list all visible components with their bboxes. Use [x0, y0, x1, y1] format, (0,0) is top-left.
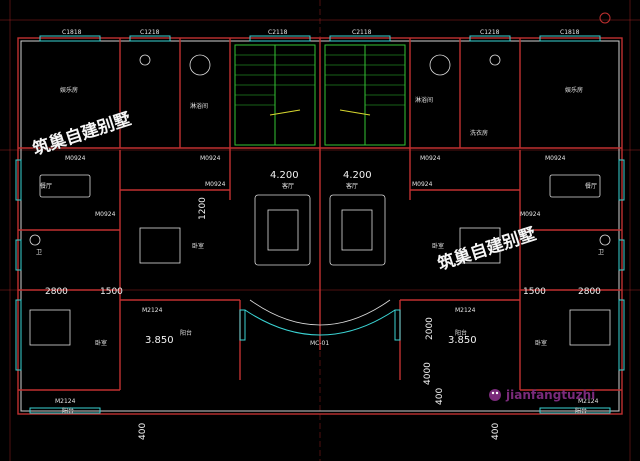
- room-toilet-left: 卫: [36, 249, 42, 256]
- dim-400-a: 400: [435, 388, 445, 405]
- label-c2118-right: C2118: [352, 29, 372, 36]
- level-3850-right: 3.850: [448, 335, 477, 346]
- dim-1200: 1200: [198, 197, 208, 220]
- dim-1500-right: 1500: [523, 287, 546, 297]
- room-living-left: 客厅: [282, 182, 294, 190]
- dim-1500-left: 1500: [100, 287, 123, 297]
- dimension-labels: 2800 1500 1500 2800 1200 2000 4000 400 4…: [45, 197, 601, 440]
- label-m2124-2: M2124: [455, 307, 476, 314]
- watermark-right: 筑巢自建别墅: [435, 223, 538, 274]
- label-c1218-right: C1218: [480, 29, 500, 36]
- label-m0924-8: M0924: [520, 211, 541, 218]
- level-3850-left: 3.850: [145, 335, 174, 346]
- brand-tag: jianfangtuzhi: [489, 388, 595, 402]
- room-toilet-right: 卫: [598, 249, 604, 256]
- label-m2124-4: M2124: [578, 398, 599, 405]
- room-entertain-right: 娱乐房: [565, 86, 583, 94]
- label-m0924-6: M0924: [412, 181, 433, 188]
- room-entertain-left: 娱乐房: [60, 86, 78, 94]
- level-4200-left: 4.200: [270, 170, 299, 181]
- label-m0924-4: M0924: [545, 155, 566, 162]
- room-shower-left: 淋浴间: [190, 102, 208, 110]
- windows: [15, 35, 625, 414]
- room-shower-right: 淋浴间: [415, 96, 433, 104]
- label-c1218-left: C1218: [140, 29, 160, 36]
- room-balcony-3: 阳台: [62, 407, 74, 415]
- label-c1818-left: C1818: [62, 29, 82, 36]
- room-balcony-2: 阳台: [455, 329, 467, 337]
- room-bedroom-3: 卧室: [95, 339, 107, 347]
- label-m0924-5: M0924: [205, 181, 226, 188]
- level-labels: 4.200 4.200 3.850 3.850: [145, 170, 477, 346]
- dim-2800-right: 2800: [578, 287, 601, 297]
- brand-text: jianfangtuzhi: [505, 388, 595, 402]
- window-labels: C1818 C1218 C2118 C2118 C1218 C1818: [62, 29, 580, 36]
- room-bedroom-2: 卧室: [432, 242, 444, 250]
- dim-400-c: 400: [491, 423, 501, 440]
- room-bedroom-1: 卧室: [192, 242, 204, 250]
- door-labels: M0924 M0924 M0924 M0924 M0924 M0924 M092…: [55, 155, 599, 405]
- outer-walls: [17, 37, 623, 415]
- label-m0924-2: M0924: [200, 155, 221, 162]
- room-dining-left: 餐厅: [40, 182, 52, 190]
- room-bedroom-4: 卧室: [535, 339, 547, 347]
- label-c1818-right: C1818: [560, 29, 580, 36]
- label-c2118-left: C2118: [268, 29, 288, 36]
- watermark-left: 筑巢自建别墅: [30, 108, 133, 159]
- level-4200-right: 4.200: [343, 170, 372, 181]
- room-balcony-4: 阳台: [575, 407, 587, 415]
- dim-2800-left: 2800: [45, 287, 68, 297]
- label-m0924-7: M0924: [95, 211, 116, 218]
- dim-4000: 4000: [423, 362, 433, 385]
- room-labels: 娱乐房 娱乐房 淋浴间 淋浴间 洗衣房 餐厅 餐厅 客厅 客厅 卧室 卧室 卧室…: [36, 86, 604, 415]
- label-m0924-1: M0924: [65, 155, 86, 162]
- dim-400-b: 400: [138, 423, 148, 440]
- room-dining-right: 餐厅: [585, 182, 597, 190]
- furniture: [29, 54, 611, 346]
- room-laundry-right: 洗衣房: [470, 129, 488, 137]
- label-m2124-1: M2124: [142, 307, 163, 314]
- room-living-right: 客厅: [346, 182, 358, 190]
- wechat-icon: [489, 389, 501, 401]
- label-mc01: MC-01: [310, 340, 329, 347]
- label-m0924-3: M0924: [420, 155, 441, 162]
- corner-marker: [599, 12, 611, 24]
- room-balcony-1: 阳台: [180, 329, 192, 337]
- stairs: [234, 44, 406, 146]
- dim-2000: 2000: [425, 317, 435, 340]
- label-m2124-3: M2124: [55, 398, 76, 405]
